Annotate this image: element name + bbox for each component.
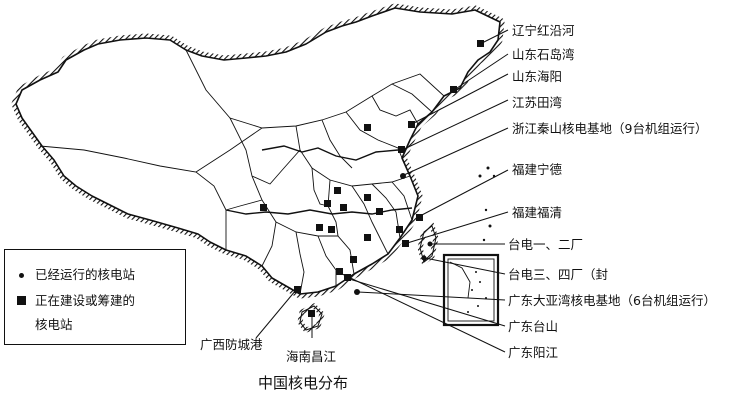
map-title: 中国核电分布 bbox=[258, 374, 349, 392]
legend-operating-label: 已经运行的核电站 bbox=[35, 267, 136, 282]
label-guangdong-taishan: 广东台山 bbox=[508, 319, 559, 334]
operating-marker-symbol bbox=[19, 273, 24, 278]
planned-marker-symbol bbox=[17, 296, 26, 305]
leader-lines bbox=[255, 29, 509, 353]
label-taidian-3-4: 台电三、四厂（封 bbox=[508, 267, 609, 282]
label-shandong-haiyang: 山东海阳 bbox=[512, 69, 563, 84]
label-fujian-fuqing: 福建福清 bbox=[512, 205, 563, 220]
legend-building-label-line1: 正在建设或筹建的 bbox=[35, 293, 136, 308]
planned-plant-markers bbox=[260, 40, 484, 317]
coastal-islands bbox=[478, 166, 496, 242]
label-zhejiang-qinshan: 浙江秦山核电基地（9台机组运行） bbox=[512, 121, 708, 136]
label-hainan-changjiang: 海南昌江 bbox=[286, 349, 337, 364]
label-guangxi-fangchenggang: 广西防城港 bbox=[200, 337, 263, 352]
operating-plant-markers bbox=[354, 173, 433, 295]
label-shandong-shidaowan: 山东石岛湾 bbox=[512, 47, 575, 62]
label-fujian-ningde: 福建宁德 bbox=[512, 162, 563, 177]
label-taidian-1-2: 台电一、二厂 bbox=[508, 237, 584, 252]
south-china-sea-inset bbox=[442, 253, 500, 327]
label-liaoning-hongyanhe: 辽宁红沿河 bbox=[512, 23, 575, 38]
map-legend: 已经运行的核电站 正在建设或筹建的 核电站 bbox=[4, 249, 186, 345]
label-guangdong-yangjiang: 广东阳江 bbox=[508, 345, 559, 360]
label-guangdong-daya: 广东大亚湾核电基地（6台机组运行） bbox=[508, 293, 716, 308]
legend-building-label-line2: 核电站 bbox=[35, 317, 73, 332]
mainland-outline bbox=[15, 7, 501, 295]
label-jiangsu-tianwan: 江苏田湾 bbox=[512, 95, 563, 110]
